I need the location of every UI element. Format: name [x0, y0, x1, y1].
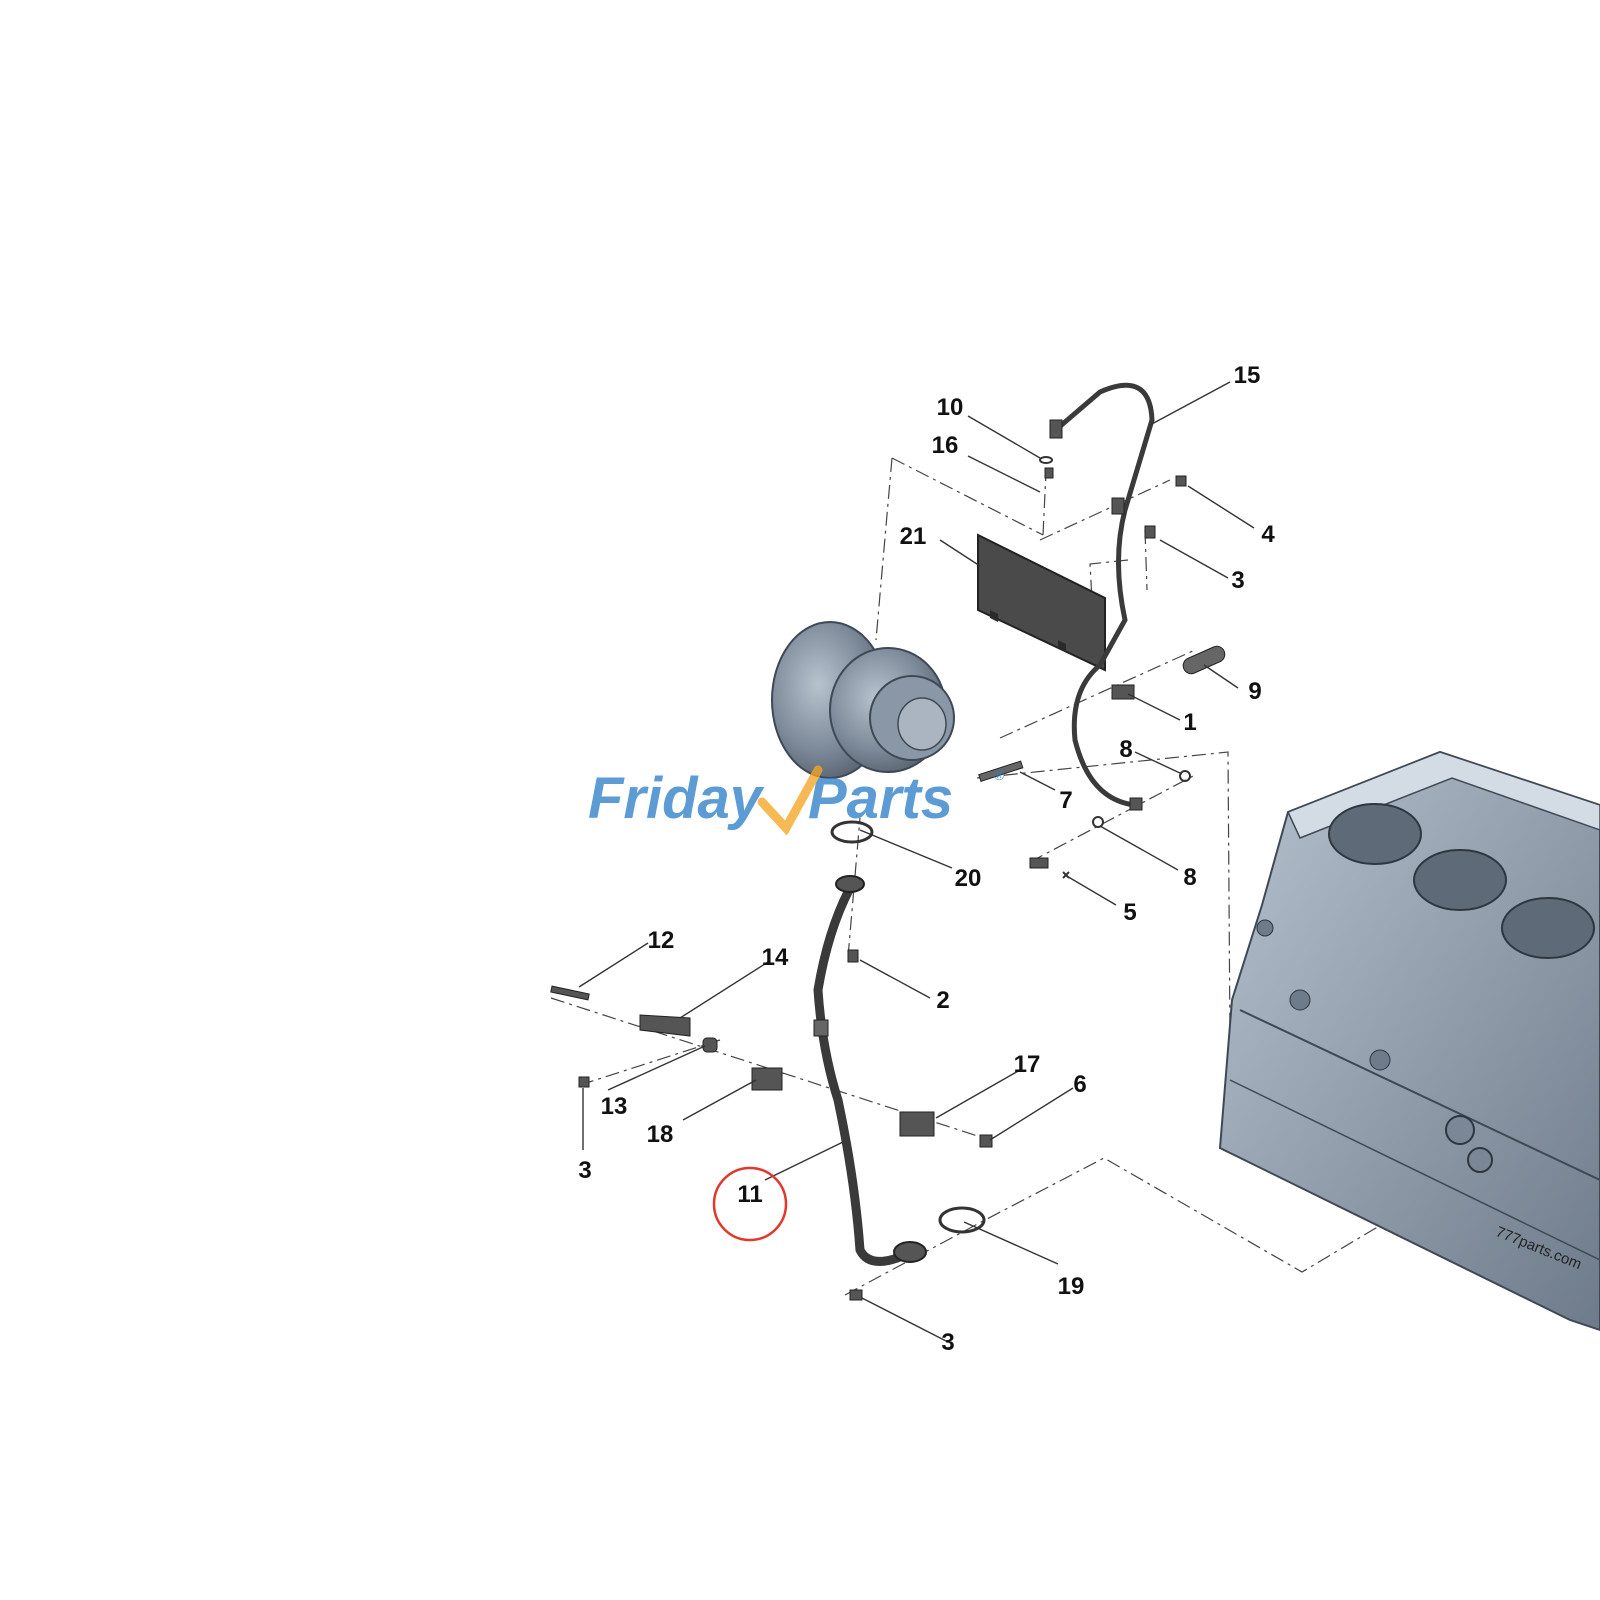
watermark-brand-part1: Friday	[588, 766, 765, 831]
callout-3-bottom: 3	[941, 1329, 954, 1356]
leader-lines	[578, 381, 1255, 1343]
oil-drain-tube	[813, 875, 927, 1266]
callout-6: 6	[1073, 1071, 1086, 1098]
engine-block	[1218, 750, 1600, 1332]
callout-11: 11	[737, 1181, 762, 1208]
callout-20: 20	[955, 865, 982, 892]
highlight-circle	[712, 1166, 788, 1242]
callout-8-lower: 8	[1183, 864, 1196, 891]
callout-10: 10	[937, 394, 964, 421]
callout-1: 1	[1183, 709, 1196, 736]
callout-13: 13	[601, 1093, 628, 1120]
callout-18: 18	[647, 1121, 674, 1148]
callout-12: 12	[648, 927, 675, 954]
oil-supply-pipe	[1049, 382, 1155, 811]
callout-15: 15	[1234, 362, 1261, 389]
callout-labels: 1 2 3 3 3 4 5 6 7 8 8 9 10 11 12 13 14 1…	[578, 362, 1275, 1356]
callout-4: 4	[1261, 521, 1275, 548]
heat-shield-plate	[977, 533, 1106, 672]
callout-19: 19	[1058, 1273, 1085, 1300]
callout-5: 5	[1123, 899, 1136, 926]
callout-8-upper: 8	[1119, 736, 1132, 763]
callout-17: 17	[1014, 1051, 1041, 1078]
callout-16: 16	[932, 432, 959, 459]
callout-7: 7	[1059, 787, 1072, 814]
watermark-check-icon	[757, 765, 823, 836]
hardware	[550, 456, 1226, 1301]
callout-2: 2	[936, 987, 949, 1014]
brand-watermark: Friday Parts ®	[588, 765, 1005, 836]
callout-21: 21	[900, 523, 927, 550]
turbocharger	[771, 621, 955, 779]
watermark-brand-part2: Parts	[808, 766, 953, 831]
callout-3-left: 3	[578, 1157, 591, 1184]
watermark-registered-mark: ®	[994, 767, 1005, 783]
callout-9: 9	[1248, 678, 1261, 705]
callout-14: 14	[762, 944, 789, 971]
callout-3-right: 3	[1231, 567, 1244, 594]
